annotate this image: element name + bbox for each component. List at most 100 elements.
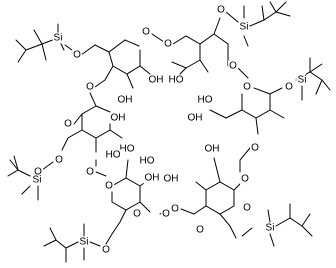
atom-label-background bbox=[147, 74, 165, 86]
bond-line bbox=[275, 11, 291, 17]
atom-label-background bbox=[52, 32, 64, 44]
atom-label-background bbox=[72, 49, 83, 61]
atom-label-a5: HO bbox=[169, 75, 184, 86]
bond-line bbox=[243, 35, 249, 47]
bond-line bbox=[267, 209, 271, 223]
bond-line bbox=[241, 93, 271, 119]
atom-label-a31: O bbox=[102, 245, 110, 256]
atom-label-a6: O bbox=[86, 82, 94, 93]
atom-label-background bbox=[143, 172, 161, 184]
bond-line bbox=[55, 239, 79, 249]
bond-line bbox=[89, 241, 101, 247]
atom-label-a8: Si bbox=[240, 22, 249, 33]
bond-line bbox=[94, 79, 106, 88]
bond-line bbox=[7, 169, 31, 177]
atom-label-background bbox=[101, 244, 112, 256]
bond-line bbox=[73, 105, 97, 125]
bond-line bbox=[125, 159, 129, 179]
bond-lines bbox=[7, 1, 331, 263]
atom-label-a19: O bbox=[55, 155, 63, 166]
bond-line bbox=[61, 129, 83, 151]
atom-label-a27: OH bbox=[145, 173, 160, 184]
bond-line bbox=[321, 79, 331, 91]
atom-label-background bbox=[250, 142, 261, 154]
atom-label-a34: HO bbox=[106, 150, 121, 161]
bond-line bbox=[241, 227, 253, 237]
bond-line bbox=[112, 49, 141, 75]
atom-label-a0: Si bbox=[54, 33, 63, 44]
atom-label-a16: OH bbox=[188, 113, 203, 124]
atom-label-a26: O bbox=[105, 181, 113, 192]
atom-label-background bbox=[162, 173, 180, 185]
atom-label-a35: HO bbox=[140, 156, 155, 167]
atom-label-background bbox=[186, 112, 204, 124]
atom-label-background bbox=[195, 224, 206, 236]
atom-label-a21: HO bbox=[120, 144, 135, 155]
bond-line bbox=[269, 109, 285, 119]
bond-line bbox=[172, 33, 215, 45]
bond-line bbox=[21, 185, 31, 195]
bond-line bbox=[219, 213, 237, 239]
atom-label-background bbox=[228, 60, 239, 72]
bond-line bbox=[179, 67, 187, 75]
bond-line bbox=[64, 44, 73, 51]
bond-line bbox=[139, 65, 151, 75]
bond-line bbox=[139, 201, 151, 213]
atom-label-a33: O bbox=[162, 209, 170, 220]
atom-label-background bbox=[109, 112, 127, 124]
bond-line bbox=[81, 113, 111, 139]
bond-line bbox=[225, 109, 243, 119]
bond-line bbox=[171, 43, 201, 69]
atom-labels: Si O O O OH HO O O Si O O HO OH O O OH O… bbox=[31, 4, 308, 256]
atom-label-a1: O bbox=[73, 50, 81, 61]
bond-line bbox=[95, 171, 107, 177]
bond-line bbox=[108, 51, 114, 67]
bond-line bbox=[180, 208, 195, 215]
bond-line bbox=[17, 49, 27, 63]
bond-line bbox=[315, 79, 323, 95]
bond-line bbox=[49, 227, 57, 241]
bond-line bbox=[80, 39, 140, 56]
atom-label-background bbox=[85, 166, 96, 178]
atom-label-a10: O bbox=[64, 119, 72, 130]
bond-line bbox=[15, 39, 27, 51]
atom-label-background bbox=[242, 202, 253, 214]
bond-line bbox=[275, 1, 287, 13]
atom-label-a15: OH bbox=[111, 113, 126, 124]
atom-label-a32: O bbox=[133, 209, 141, 220]
bond-line bbox=[13, 155, 19, 171]
atom-label-background bbox=[264, 222, 276, 234]
bond-line bbox=[104, 65, 114, 81]
atom-label-background bbox=[161, 208, 172, 220]
bond-line bbox=[89, 92, 111, 113]
bond-line bbox=[193, 181, 235, 215]
atom-label-a3: O bbox=[164, 39, 172, 50]
atom-label-background bbox=[118, 143, 136, 155]
atom-label-a14: O bbox=[285, 82, 293, 93]
bond-line bbox=[269, 1, 277, 13]
bond-line bbox=[199, 59, 209, 73]
atom-label-a24: O bbox=[34, 167, 42, 178]
atom-label-background bbox=[296, 74, 308, 86]
atom-label-a36: O bbox=[196, 225, 204, 236]
bond-line bbox=[111, 209, 127, 235]
atom-label-background bbox=[163, 38, 174, 50]
atom-label-background bbox=[78, 236, 90, 248]
atom-label-a17: O bbox=[251, 143, 259, 154]
bond-line bbox=[213, 17, 221, 35]
atom-label-background bbox=[138, 155, 156, 167]
atom-label-background bbox=[141, 26, 152, 38]
atom-label-background bbox=[85, 81, 96, 93]
atom-label-background bbox=[216, 4, 227, 16]
atom-label-a23: O bbox=[241, 174, 249, 185]
atom-label-background bbox=[240, 173, 251, 185]
bond-line bbox=[237, 67, 249, 79]
atom-label-background bbox=[104, 149, 122, 161]
atom-label-a22: OH bbox=[205, 144, 220, 155]
atom-label-background bbox=[132, 208, 143, 220]
bond-line bbox=[109, 129, 123, 139]
bond-line bbox=[239, 147, 251, 173]
bond-line bbox=[33, 29, 43, 45]
bond-line bbox=[213, 33, 229, 59]
